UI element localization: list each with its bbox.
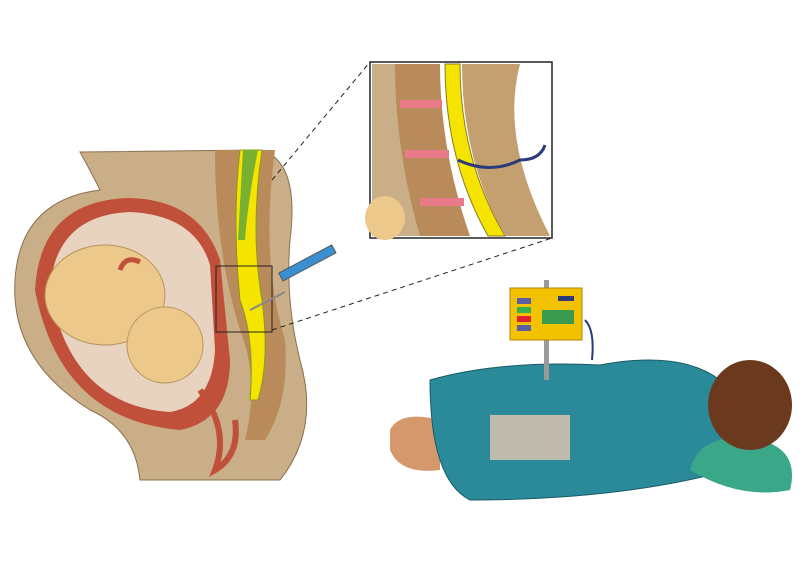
infusion-pump-icon: [509, 280, 594, 380]
zoom-inset: [365, 61, 553, 240]
fetus-icon: [44, 244, 204, 384]
spine-icon: [215, 149, 286, 440]
pillow-icon: [690, 438, 792, 493]
epidural-needle-icon: [249, 244, 337, 311]
zoom-line-top: [271, 61, 371, 181]
hair: [708, 360, 792, 450]
patient-lying: [390, 359, 792, 501]
zoom-line-bottom: [271, 237, 553, 331]
